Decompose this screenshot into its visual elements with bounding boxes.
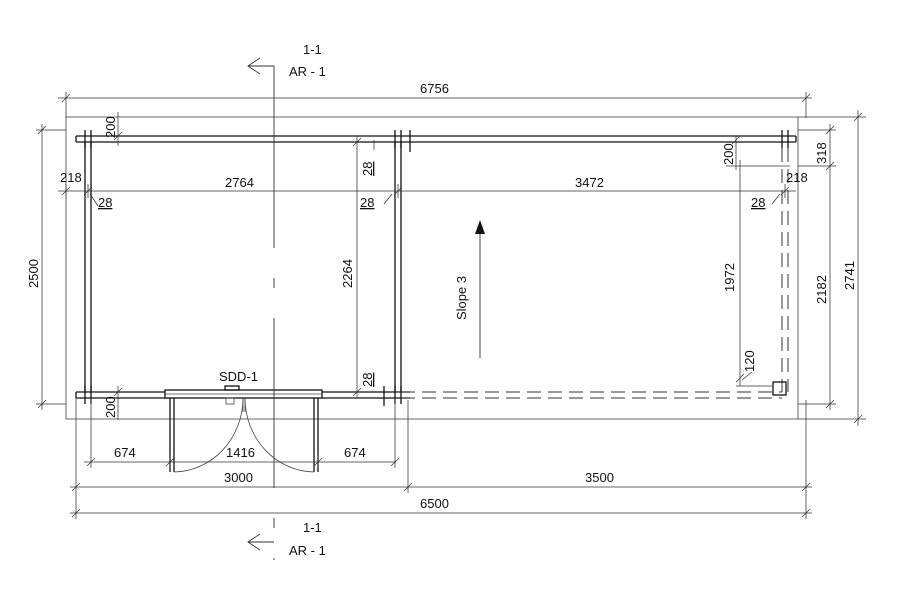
- roof-outline: [65, 116, 799, 420]
- dim-canopy-depth: 1972: [722, 160, 745, 386]
- dim-door-right-label: 674: [344, 445, 366, 460]
- sliding-door: [164, 385, 323, 473]
- dim-door-width-label: 1416: [226, 445, 255, 460]
- partition-wall: [383, 142, 402, 406]
- dim-post-labels: 28 28 28 28 28: [89, 140, 781, 387]
- section-marker-bottom: 1-1 AR - 1: [247, 520, 326, 558]
- dim-canopy-depth-label: 1972: [722, 263, 737, 292]
- dim-canopy-width-label: 3472: [575, 175, 604, 190]
- dim-corner-offset-label: 120: [742, 350, 757, 372]
- dim-post-left-label: 28: [98, 195, 112, 210]
- dim-bottom-overall: 6500: [70, 493, 812, 519]
- door-tag: SDD-1: [219, 369, 258, 384]
- dim-post-mid-line-label: 28: [360, 195, 374, 210]
- dim-overall-top: 6756: [58, 81, 812, 118]
- dim-left-height-label: 2500: [26, 259, 41, 288]
- canopy-structure: [401, 148, 789, 399]
- dim-post-right-label: 28: [751, 195, 765, 210]
- dim-room-depth-label: 2264: [340, 259, 355, 288]
- dim-post-mid-bottom-label: 28: [360, 373, 375, 387]
- slope-label: Slope 3: [454, 276, 469, 320]
- dim-interior-widths: 218 2764 3472 218: [58, 170, 808, 198]
- left-wall: [84, 142, 92, 392]
- dim-right-top-label: 318: [814, 142, 829, 164]
- section-top-sheet: AR - 1: [289, 64, 326, 79]
- dim-bottom-right-label: 3500: [585, 470, 614, 485]
- dim-post-mid-top-label: 28: [360, 162, 375, 176]
- dim-room-depth: 2264: [340, 136, 362, 398]
- dim-bottom-overall-label: 6500: [420, 496, 449, 511]
- dim-bottom-wall: 200: [103, 386, 123, 420]
- dim-corner-offset: 120: [736, 350, 772, 387]
- dim-right-overall-label: 2741: [842, 261, 857, 290]
- section-marker-top: 1-1 AR - 1: [247, 42, 326, 79]
- dim-right-depths: 318 2182: [798, 124, 836, 410]
- dim-right-depth-label: 2182: [814, 275, 829, 304]
- top-wall: [75, 130, 797, 152]
- dim-top-wall-right: 200: [721, 135, 790, 170]
- dim-right-overall: 2741: [798, 110, 866, 426]
- dim-door-left-label: 674: [114, 445, 136, 460]
- dim-bottom-wall-label: 200: [103, 396, 118, 418]
- dim-bottom-split: 3000 3500: [70, 398, 812, 493]
- corner-post: [772, 381, 787, 396]
- dim-door-widths: 674 1416 674: [84, 398, 400, 468]
- dim-top-wall-left: 200: [103, 112, 123, 146]
- dim-right-overhang-label: 218: [786, 170, 808, 185]
- slope-arrow: Slope 3: [454, 220, 485, 358]
- section-bottom-id: 1-1: [303, 520, 322, 535]
- section-bottom-sheet: AR - 1: [289, 543, 326, 558]
- dim-overall-top-label: 6756: [420, 81, 449, 96]
- dim-top-wall-right-label: 200: [721, 143, 736, 165]
- dim-left-height: 2500: [26, 124, 66, 410]
- dim-bottom-left-label: 3000: [224, 470, 253, 485]
- dim-left-overhang-label: 218: [60, 170, 82, 185]
- section-top-id: 1-1: [303, 42, 322, 57]
- dim-top-wall-left-label: 200: [103, 116, 118, 138]
- dim-room-width-label: 2764: [225, 175, 254, 190]
